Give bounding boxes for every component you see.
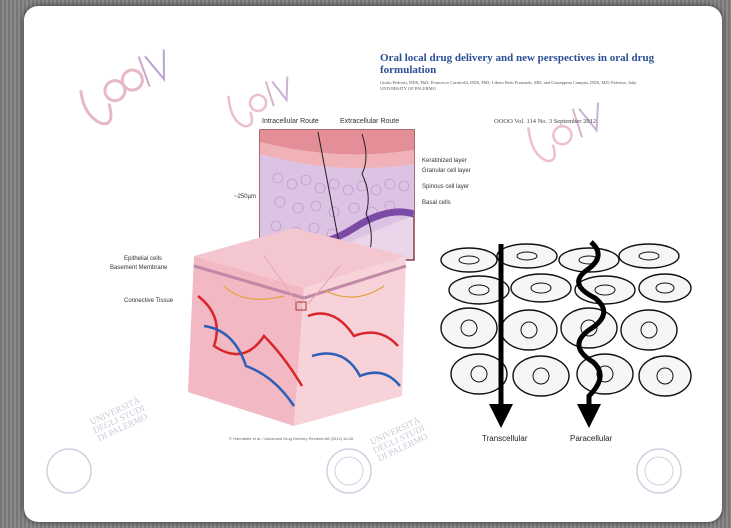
article-title: Oral local drug delivery and new perspec… bbox=[380, 52, 710, 76]
label-epithelial-cells: Epithelial cells bbox=[124, 256, 162, 262]
label-paracellular: Paracellular bbox=[570, 434, 612, 443]
inset-connector bbox=[264, 226, 344, 306]
label-connective-tissue: Connective Tissue bbox=[124, 298, 173, 304]
university-seal-center bbox=[324, 446, 374, 496]
layer-label-keratinized: Keratinized layer bbox=[422, 158, 471, 164]
figure-citation: © Hannabbe et al. / Advanced Drug Delive… bbox=[229, 436, 353, 441]
label-basement-membrane: Basement Membrane bbox=[110, 265, 167, 271]
layer-label-spinous: Spinous cell layer bbox=[422, 184, 471, 190]
layer-labels: Keratinized layer Granular cell layer Sp… bbox=[422, 158, 471, 206]
cell-routes-diagram bbox=[439, 236, 699, 436]
label-intracellular-route: Intracellular Route bbox=[262, 118, 319, 125]
logo-watermark-right bbox=[511, 80, 618, 174]
label-transcellular: Transcellular bbox=[482, 434, 528, 443]
affiliation-text: UNIVERSITY OF PALERMO bbox=[380, 86, 436, 91]
university-watermark-center: UNIVERSITÀ DEGLI STUDI DI PALERMO bbox=[364, 426, 434, 453]
university-watermark-left: UNIVERSITÀ DEGLI STUDI DI PALERMO bbox=[84, 406, 154, 433]
authors-text: Giulio Pedrotti, DDS, PhD; Francesco Car… bbox=[380, 80, 636, 85]
logo-watermark-left bbox=[54, 20, 188, 142]
label-thickness: ~250µm bbox=[234, 194, 256, 200]
label-extracellular-route: Extracellular Route bbox=[340, 118, 399, 125]
university-watermark-left-text: UNIVERSITÀ DEGLI STUDI DI PALERMO bbox=[82, 392, 157, 446]
layer-label-granular: Granular cell layer bbox=[422, 168, 471, 174]
journal-reference: OOOO Vol. 114 No. 3 September 2012 bbox=[494, 118, 714, 125]
university-seal-right bbox=[634, 446, 684, 496]
layer-label-basal: Basal cells bbox=[422, 200, 471, 206]
article-authors: Giulio Pedrotti, DDS, PhD; Francesco Car… bbox=[380, 80, 700, 92]
slide: Oral local drug delivery and new perspec… bbox=[24, 6, 722, 522]
university-seal-left bbox=[44, 446, 94, 496]
logo-watermark-left-graphic bbox=[54, 20, 188, 142]
logo-watermark-right-graphic bbox=[511, 80, 618, 174]
